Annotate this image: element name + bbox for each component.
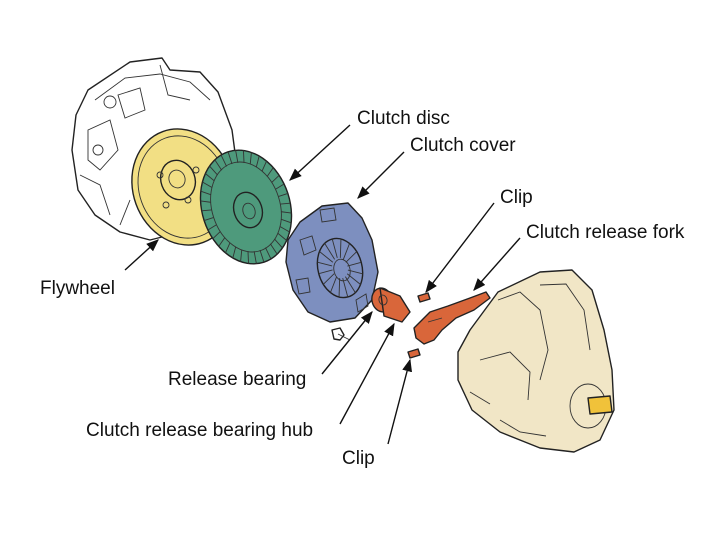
label-clutch-release-bearing-hub: Clutch release bearing hub <box>86 420 313 441</box>
cc-fingers-line <box>339 239 342 258</box>
release-bearing <box>371 287 411 323</box>
cd-spokes-line <box>235 150 239 163</box>
cd-spokes-line <box>220 154 227 167</box>
label-clutch-disc: Clutch disc <box>357 108 450 129</box>
arrow-clip-bottom <box>387 358 413 445</box>
cc-fingers-line <box>347 261 362 267</box>
cc-fingers-line <box>319 251 334 263</box>
label-clutch-release-fork: Clutch release fork <box>526 222 685 243</box>
clip-bottom <box>407 348 421 359</box>
arrow-release-bearing <box>321 311 373 375</box>
cd-spokes-line <box>277 232 287 241</box>
arrow-bearing-hub <box>339 322 395 425</box>
cd-spokes-line <box>271 175 280 183</box>
arrow-clip-top <box>425 202 495 294</box>
cc-fingers-line <box>342 243 350 260</box>
cd-spokes-line <box>240 249 243 262</box>
cc-fingers-line <box>323 273 335 285</box>
cd-spokes-line <box>249 152 252 165</box>
cd-spokes-line <box>200 190 211 196</box>
cc-fingers-line <box>318 269 333 275</box>
clip-top <box>417 292 431 303</box>
cc-fingers-line <box>324 243 336 260</box>
cd-spokes-line <box>265 247 272 260</box>
cd-spokes-line <box>204 217 214 222</box>
cd-spokes-line <box>255 155 260 168</box>
clutch-release-fork <box>413 291 491 345</box>
cc-fingers-line <box>330 276 338 293</box>
bolt <box>331 327 351 341</box>
cd-spokes-line <box>201 209 212 212</box>
labels: Clutch disc Clutch cover Clip Clutch rel… <box>40 108 685 469</box>
bellhousing <box>457 269 615 453</box>
cd-spokes-line <box>279 226 290 233</box>
cc-fingers-line <box>345 251 357 263</box>
cd-spokes-line <box>275 183 285 190</box>
cd-spokes-line <box>207 224 217 231</box>
leader-arrows <box>124 124 521 445</box>
cd-spokes-line <box>218 237 226 247</box>
arrow-clutch-cover <box>357 151 405 199</box>
label-clip-top: Clip <box>500 187 533 208</box>
arrow-clutch-disc <box>289 124 351 181</box>
label-clip-bottom: Clip <box>342 448 375 469</box>
cd-spokes-line <box>259 249 265 263</box>
cd-spokes-line <box>281 218 292 224</box>
cd-spokes-line <box>209 165 218 176</box>
cd-spokes-line <box>280 202 291 205</box>
cd-spokes-line <box>227 151 233 165</box>
cd-spokes-line <box>281 211 292 214</box>
clutch-cover <box>285 202 379 323</box>
arrow-clutch-release-fork <box>473 237 521 291</box>
cc-fingers-line <box>338 278 341 297</box>
label-flywheel: Flywheel <box>40 278 115 299</box>
cd-spokes-line <box>247 251 249 264</box>
cd-spokes-line <box>274 238 283 249</box>
cc-fingers-line <box>331 238 338 258</box>
cd-spokes-line <box>269 243 278 255</box>
cd-spokes-line <box>253 251 257 264</box>
cd-spokes-line <box>200 200 211 203</box>
cd-spokes-line <box>214 159 223 171</box>
cd-spokes-line <box>232 246 237 259</box>
cd-spokes-line <box>202 181 213 188</box>
label-release-bearing: Release bearing <box>168 369 306 390</box>
clutch-disc <box>199 149 293 265</box>
cd-spokes-line <box>212 231 221 239</box>
label-clutch-cover: Clutch cover <box>410 135 516 156</box>
cd-spokes-line <box>243 150 245 163</box>
cd-spokes-line <box>225 242 231 254</box>
cd-spokes-line <box>278 192 288 197</box>
cc-fingers-line <box>317 261 333 267</box>
cd-spokes-line <box>205 173 215 182</box>
cd-spokes-line <box>261 160 267 172</box>
cd-spokes-line <box>266 167 274 177</box>
arrow-flywheel <box>124 239 159 271</box>
